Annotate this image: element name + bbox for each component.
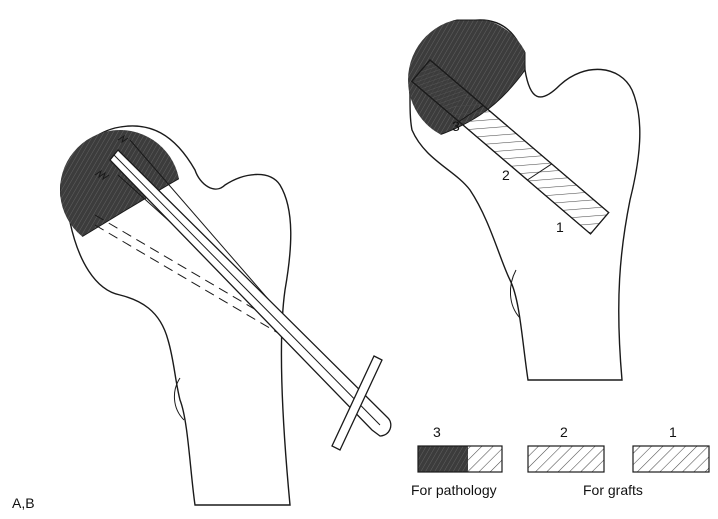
legend-number-1: 1 <box>669 424 677 440</box>
pathology-caption: For pathology <box>411 482 497 498</box>
panel-a-femur <box>60 110 391 505</box>
legend-swatch-graft-2 <box>528 446 604 472</box>
segment-label-3: 3 <box>452 118 460 134</box>
legend-number-3: 3 <box>433 424 441 440</box>
legend-swatch-graft-1 <box>633 446 709 472</box>
segment-label-2: 2 <box>502 167 510 183</box>
grafts-caption: For grafts <box>583 482 643 498</box>
legend-swatch-pathology <box>418 446 502 472</box>
panel-b-femur: 3 2 1 <box>405 20 640 380</box>
segment-legend: 3 2 1 For pathology For grafts <box>411 424 709 498</box>
figure-label: A,B <box>12 495 35 511</box>
legend-number-2: 2 <box>560 424 568 440</box>
segment-label-1: 1 <box>556 219 564 235</box>
